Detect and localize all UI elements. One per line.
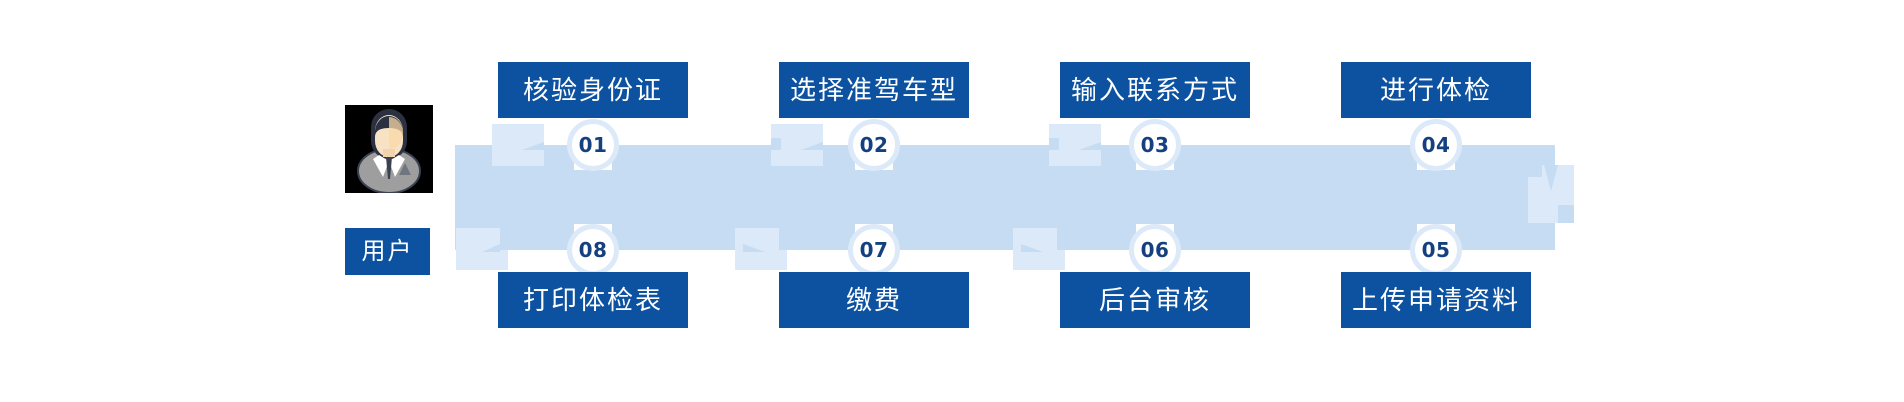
step-number-05[interactable]: 05 — [1410, 224, 1462, 276]
step-number-04[interactable]: 04 — [1410, 119, 1462, 171]
flow-arrow-decoration — [492, 124, 544, 166]
user-avatar-icon — [345, 105, 433, 193]
flow-band — [455, 145, 1555, 250]
step-number-06[interactable]: 06 — [1129, 224, 1181, 276]
step-chip-bottom-6[interactable]: 后台审核 — [1060, 272, 1250, 328]
flow-arrow-decoration — [1049, 124, 1101, 166]
step-chip-top-2[interactable]: 选择准驾车型 — [779, 62, 969, 118]
flow-arrow-decoration — [735, 228, 787, 270]
flow-arrow-decoration — [456, 228, 508, 270]
step-number-03[interactable]: 03 — [1129, 119, 1181, 171]
actor-label-user: 用户 — [345, 228, 430, 275]
flow-arrow-end-decoration — [1528, 165, 1574, 223]
step-chip-bottom-8[interactable]: 打印体检表 — [498, 272, 688, 328]
step-chip-bottom-7[interactable]: 缴费 — [779, 272, 969, 328]
step-chip-top-3[interactable]: 输入联系方式 — [1060, 62, 1250, 118]
flow-arrow-decoration — [771, 124, 823, 166]
step-number-01[interactable]: 01 — [567, 119, 619, 171]
step-number-08[interactable]: 08 — [567, 224, 619, 276]
step-number-02[interactable]: 02 — [848, 119, 900, 171]
step-number-07[interactable]: 07 — [848, 224, 900, 276]
step-chip-bottom-5[interactable]: 上传申请资料 — [1341, 272, 1531, 328]
step-chip-top-1[interactable]: 核验身份证 — [498, 62, 688, 118]
flow-arrow-decoration — [1013, 228, 1065, 270]
step-chip-top-4[interactable]: 进行体检 — [1341, 62, 1531, 118]
